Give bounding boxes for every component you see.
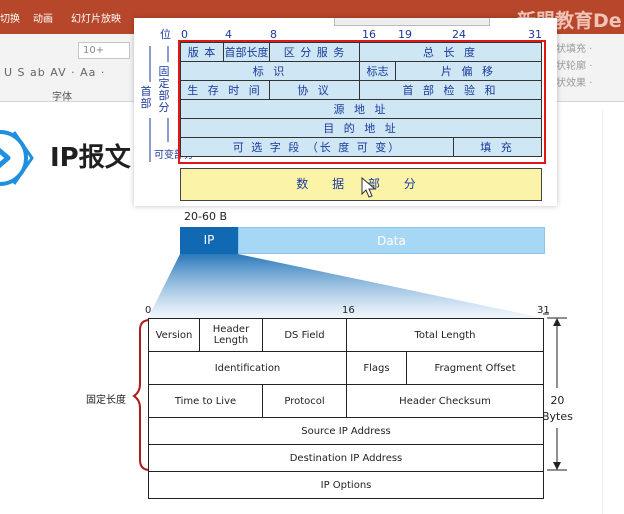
tab-animations[interactable]: 动画 [33, 14, 53, 25]
zoom-trapezoid [148, 254, 543, 318]
cell-protocol: Protocol [262, 384, 347, 418]
slide-scroll-area[interactable] [602, 110, 624, 514]
font-size-select[interactable]: 10+ [78, 42, 130, 59]
bracket-icon [132, 319, 151, 471]
chevron-right-icon [0, 130, 34, 186]
cn-data-part: 数 据 部 分 [180, 168, 542, 201]
cn-bit-16: 16 [362, 28, 376, 41]
cell-flags: Flags [346, 351, 407, 385]
bytes-label: 20 Bytes [542, 393, 573, 425]
cell-source-ip: Source IP Address [148, 417, 544, 445]
bytes-unit: Bytes [542, 410, 573, 423]
shape-effects-button[interactable]: 状效果 · [556, 78, 593, 89]
shape-fill-button[interactable]: 状填充 · [556, 44, 593, 55]
cell-header-length: Header Length [199, 318, 263, 352]
tab-transitions[interactable]: 切换 [0, 14, 20, 25]
font-group-label: 字体 [52, 92, 72, 103]
bit-31: 31 [537, 305, 550, 316]
cn-bit-19: 19 [398, 28, 412, 41]
cn-cell-padding: 填 充 [453, 137, 542, 157]
bit-label: 位 [160, 28, 171, 41]
cell-fragment-offset: Fragment Offset [406, 351, 544, 385]
bit-0: 0 [145, 305, 152, 316]
data-payload-block: Data [238, 227, 545, 254]
cn-bit-24: 24 [452, 28, 466, 41]
cell-total-length: Total Length [346, 318, 544, 352]
window-title-bar [334, 18, 490, 26]
cn-bit-8: 8 [270, 28, 277, 41]
shape-outline-button[interactable]: 状轮廓 · [556, 61, 593, 72]
ip-header-block: IP [180, 227, 238, 254]
cn-bit-0: 0 [181, 28, 188, 41]
cn-cell-checksum: 首 部 检 验 和 [359, 80, 542, 100]
cell-identification: Identification [148, 351, 347, 385]
tab-slideshow[interactable]: 幻灯片放映 [71, 14, 121, 25]
cn-cell-flags: 标志 [359, 61, 396, 81]
side-label-header: 首部 [140, 85, 152, 110]
cn-bit-4: 4 [225, 28, 232, 41]
cell-destination-ip: Destination IP Address [148, 444, 544, 472]
header-size-label: 20-60 B [184, 210, 228, 223]
bytes-number: 20 [550, 394, 565, 407]
slide-title: IP报文 [50, 143, 131, 173]
cn-header-table: 版 本 首部长度 区 分 服 务 总 长 度 标 识 标志 片 偏 移 生 存 … [180, 42, 542, 157]
highlight-frame [178, 40, 546, 164]
cell-ds-field: DS Field [262, 318, 347, 352]
cn-cell-version: 版 本 [180, 42, 224, 62]
cn-cell-ds-field: 区 分 服 务 [269, 42, 360, 62]
bit-16: 16 [342, 305, 355, 316]
cell-ip-options: IP Options [148, 471, 544, 499]
cell-version: Version [148, 318, 200, 352]
cn-bit-31: 31 [528, 28, 542, 41]
side-label-variable: 可变部分 [154, 150, 194, 161]
font-format-buttons[interactable]: U S ab AV · Aa · [4, 66, 106, 79]
cn-cell-header-length: 首部长度 [223, 42, 270, 62]
cn-cell-source-address: 源 地 址 [180, 99, 542, 119]
ip-header-table: Version Header Length DS Field Total Len… [148, 318, 544, 499]
side-label-fixed: 固定部分 [158, 65, 170, 114]
cell-time-to-live: Time to Live [148, 384, 263, 418]
cell-header-checksum: Header Checksum [346, 384, 544, 418]
fixed-length-label: 固定长度 [86, 395, 126, 406]
